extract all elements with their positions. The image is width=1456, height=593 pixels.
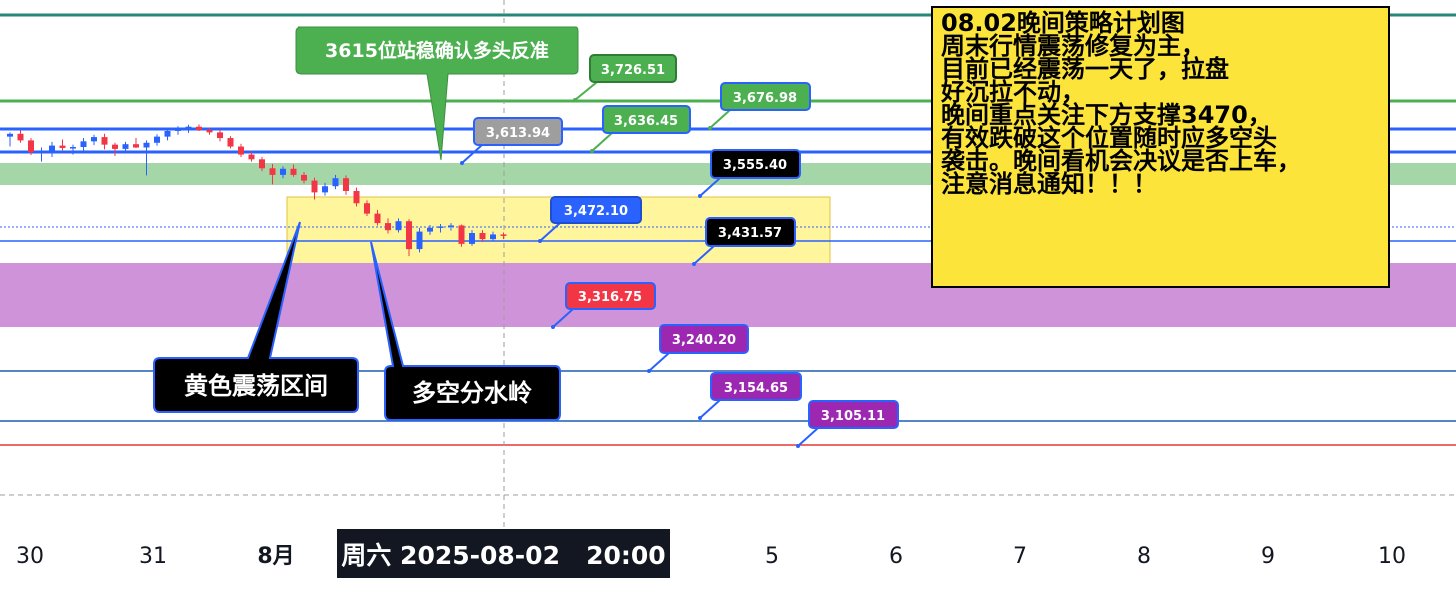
note-line: 晚间重点关注下方支撑3470， bbox=[941, 101, 1272, 129]
candle bbox=[7, 132, 13, 147]
x-tick: 6 bbox=[889, 544, 903, 569]
x-tick: 5 bbox=[765, 544, 779, 569]
crosshair-date-label: 周六 2025-08-02 20:00 bbox=[337, 529, 670, 578]
candle bbox=[301, 172, 307, 184]
candle bbox=[290, 164, 297, 177]
svg-text:3,613.94: 3,613.94 bbox=[486, 126, 550, 141]
candle bbox=[164, 129, 171, 141]
svg-text:3,240.20: 3,240.20 bbox=[672, 333, 736, 348]
note-line: 周末行情震荡修复为主， bbox=[941, 32, 1205, 60]
x-tick: 7 bbox=[1013, 544, 1027, 569]
svg-text:3,154.65: 3,154.65 bbox=[724, 381, 788, 396]
price-label-3240: 3,240.20 bbox=[647, 324, 749, 373]
candle bbox=[38, 147, 45, 162]
candle bbox=[437, 224, 444, 233]
candle bbox=[196, 124, 202, 131]
svg-text:3,636.45: 3,636.45 bbox=[614, 114, 678, 129]
candle bbox=[374, 209, 381, 226]
candle bbox=[154, 134, 160, 146]
candle bbox=[70, 144, 76, 155]
price-label-3726: 3,726.51 bbox=[573, 54, 677, 102]
candle bbox=[490, 231, 496, 242]
price-label-3636: 3,636.45 bbox=[590, 105, 691, 153]
svg-text:3,676.98: 3,676.98 bbox=[733, 91, 797, 106]
x-tick: 9 bbox=[1261, 544, 1275, 569]
candle bbox=[133, 138, 139, 148]
callout-3615: 3615位站稳确认多头反准 bbox=[295, 26, 579, 161]
note-line: 袭击。晚间看机会决议是否上车， bbox=[941, 147, 1301, 175]
candle bbox=[311, 177, 318, 200]
candle bbox=[122, 141, 129, 154]
candle bbox=[469, 230, 475, 246]
note-line: 目前已经震荡一天了，拉盘 bbox=[941, 55, 1229, 83]
candle bbox=[91, 134, 97, 146]
candle bbox=[332, 174, 339, 190]
candle bbox=[112, 142, 118, 156]
candle bbox=[448, 223, 454, 231]
note-line: 08.02晚间策略计划图 bbox=[941, 9, 1185, 37]
candle bbox=[59, 139, 66, 151]
x-tick: 8月 bbox=[257, 544, 294, 569]
svg-text:黄色震荡区间: 黄色震荡区间 bbox=[184, 372, 328, 400]
svg-text:3,431.57: 3,431.57 bbox=[718, 226, 782, 241]
callout-yellow-zone: 黄色震荡区间 bbox=[153, 221, 359, 413]
candle bbox=[500, 232, 507, 240]
svg-text:3,316.75: 3,316.75 bbox=[578, 290, 642, 305]
candle bbox=[185, 124, 192, 133]
x-axis: 30 31 8月 5 6 7 8 9 10 bbox=[16, 544, 1406, 569]
candle bbox=[385, 218, 391, 234]
candle bbox=[80, 138, 87, 152]
candle bbox=[280, 166, 286, 179]
candle bbox=[101, 133, 108, 150]
candle bbox=[248, 151, 255, 162]
x-tick: 30 bbox=[16, 544, 44, 569]
note-line: 有效跌破这个位置随时应多空头 bbox=[941, 124, 1277, 152]
candle bbox=[416, 227, 423, 253]
candle bbox=[206, 127, 213, 135]
candle bbox=[458, 224, 465, 247]
price-label-3154: 3,154.65 bbox=[698, 372, 802, 420]
candle bbox=[175, 126, 181, 135]
candle bbox=[143, 140, 150, 176]
svg-text:3,105.11: 3,105.11 bbox=[821, 409, 885, 424]
x-tick: 31 bbox=[139, 544, 167, 569]
callout-watershed: 多空分水岭 bbox=[370, 241, 561, 421]
price-label-3676: 3,676.98 bbox=[708, 82, 811, 130]
note-line: 好沉拉不动， bbox=[941, 78, 1085, 106]
candle bbox=[28, 138, 34, 156]
candle bbox=[269, 164, 276, 185]
strategy-note: 08.02晚间策略计划图 周末行情震荡修复为主， 目前已经震荡一天了，拉盘 好沉… bbox=[931, 6, 1390, 288]
candle bbox=[406, 219, 412, 257]
price-label-3613: 3,613.94 bbox=[460, 117, 563, 165]
candle bbox=[343, 175, 349, 195]
price-label-3105: 3,105.11 bbox=[796, 400, 899, 448]
candle bbox=[395, 218, 402, 233]
note-line: 注意消息通知！！！ bbox=[941, 170, 1157, 198]
price-label-3472: 3,472.10 bbox=[538, 196, 642, 243]
svg-text:3,555.40: 3,555.40 bbox=[723, 158, 787, 173]
svg-text:多空分水岭: 多空分水岭 bbox=[412, 379, 532, 407]
price-label-3555: 3,555.40 bbox=[698, 149, 801, 198]
candle bbox=[217, 129, 223, 142]
candle bbox=[322, 182, 328, 196]
candle bbox=[353, 187, 360, 207]
svg-text:3,726.51: 3,726.51 bbox=[601, 63, 665, 78]
candle bbox=[364, 200, 370, 217]
candle bbox=[427, 224, 433, 235]
svg-text:3,472.10: 3,472.10 bbox=[564, 204, 628, 219]
candle bbox=[238, 143, 244, 157]
candle bbox=[479, 230, 486, 242]
x-tick: 8 bbox=[1137, 544, 1151, 569]
price-label-3316: 3,316.75 bbox=[551, 282, 656, 329]
candle bbox=[227, 136, 234, 149]
candle bbox=[259, 156, 265, 172]
x-tick: 10 bbox=[1378, 544, 1406, 569]
candle bbox=[49, 141, 55, 157]
svg-text:3615位站稳确认多头反准: 3615位站稳确认多头反准 bbox=[325, 39, 549, 62]
candle bbox=[17, 130, 24, 143]
price-label-3431: 3,431.57 bbox=[692, 217, 796, 266]
